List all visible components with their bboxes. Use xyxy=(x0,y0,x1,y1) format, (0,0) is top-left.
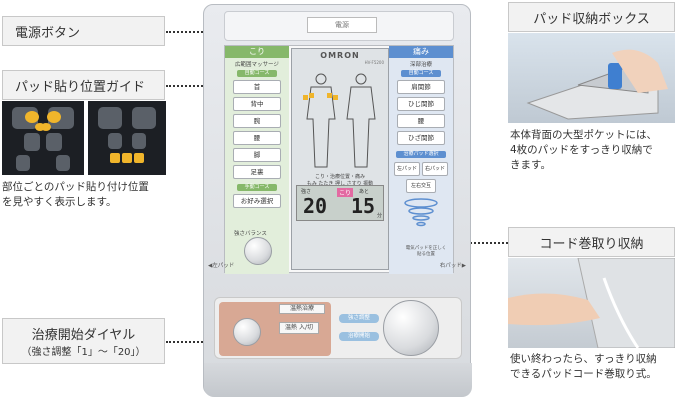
cord-caption-line-1: 使い終わったら、すっきり収納 xyxy=(510,353,657,365)
pad-guide-caption-line-2: を見やすく表示します。 xyxy=(2,196,117,208)
pad-box-illustration xyxy=(526,49,668,120)
course-neck-button[interactable]: 首 xyxy=(233,80,281,94)
stiffness-manual-tag: 手動コース xyxy=(237,184,277,191)
lcd-readout: 強さ 20 こり あと 15 分 xyxy=(296,185,384,221)
cord-illustration xyxy=(508,258,675,348)
device-body: 電源 こり 広範囲マッサージ 自動コース 首 背中 腕 腰 脚 足裏 手動コース… xyxy=(203,4,472,397)
power-button[interactable]: 電源 xyxy=(307,17,377,33)
stiffness-column: こり 広範囲マッサージ 自動コース 首 背中 腕 腰 脚 足裏 手動コース お好… xyxy=(225,46,289,274)
pain-sub: 深部治療 xyxy=(409,62,432,68)
spiral-icon xyxy=(404,198,438,227)
course-leg-button[interactable]: 脚 xyxy=(233,148,281,162)
power-panel: 電源 xyxy=(224,11,454,41)
body-map-icon xyxy=(303,73,376,168)
cord-caption: 使い終わったら、すっきり収納 できるパッドコード巻取り式。 xyxy=(510,352,657,382)
dial-callout: 治療開始ダイヤル （強さ調整「1」～「20」） xyxy=(2,318,165,364)
cord-caption-line-2: できるパッドコード巻取り式。 xyxy=(510,368,657,380)
heat-button[interactable]: 温熱 入/切 xyxy=(279,322,319,334)
pain-header: 痛み xyxy=(389,46,453,58)
course-shoulder-button[interactable]: 肩関節 xyxy=(397,80,445,94)
pad-box-caption-line-3: きます。 xyxy=(510,159,551,171)
manual-select-button[interactable]: お好み選択 xyxy=(233,194,281,208)
lcd-panel: OMRON HV-F5200 こり・治療位置・痛み もみ たたき 押し さすり … xyxy=(291,48,389,270)
heat-section: 温熱治療 温熱 入/切 xyxy=(219,302,331,356)
cord-callout-label: コード巻取り収納 xyxy=(539,236,644,252)
strength-value: 20 xyxy=(303,194,328,218)
pad-box-caption: 本体背面の大型ポケットには、 4枚のパッドをすっきり収納で きます。 xyxy=(510,128,657,173)
cord-callout-leader xyxy=(462,242,508,244)
course-back-button[interactable]: 背中 xyxy=(233,97,281,111)
left-pad-button[interactable]: 左パッド xyxy=(394,162,420,176)
course-sole-button[interactable]: 足裏 xyxy=(233,165,281,179)
pad-guide-callout-label: パッド貼り位置ガイド xyxy=(15,79,146,95)
right-pad-button[interactable]: 右パッド xyxy=(422,162,448,176)
pad-note: 電気パッドを正しく貼る位置 xyxy=(405,246,447,257)
lumbar-body-icon xyxy=(98,107,156,163)
course-elbow-button[interactable]: ひじ関節 xyxy=(397,97,445,111)
lcd-mode-line: こり・治療位置・痛み xyxy=(314,174,365,180)
dial-pill-top: 強さ調整 xyxy=(339,314,379,323)
pad-box-caption-line-1: 本体背面の大型ポケットには、 xyxy=(510,129,657,141)
balance-knob[interactable] xyxy=(244,237,272,265)
pain-column: 痛み 深部治療 自動コース 肩関節 ひじ関節 腰 ひざ関節 治療パッド選択 左パ… xyxy=(389,46,453,274)
left-pad-tag: ◀左パッド xyxy=(208,263,235,269)
course-waist-button[interactable]: 腰 xyxy=(233,131,281,145)
heat-label: 温熱治療 xyxy=(279,304,325,314)
lcd-technique-line: もみ たたき 押し さすり 振動 xyxy=(306,181,374,187)
pad-box-callout-label: パッド収納ボックス xyxy=(533,11,650,27)
pad-guide-caption-line-1: 部位ごとのパッド貼り付け位置 xyxy=(2,181,149,193)
cord-callout: コード巻取り収納 xyxy=(508,227,675,257)
remain-value: 15 xyxy=(351,194,376,218)
pad-guide-photo-lumbar xyxy=(88,101,166,175)
course-lowback-button[interactable]: 腰 xyxy=(397,114,445,128)
lower-panel: 温熱治療 温熱 入/切 強さ調整 治療開始 xyxy=(214,297,462,359)
back-body-icon xyxy=(12,107,74,171)
pad-select-tag: 治療パッド選択 xyxy=(396,151,446,158)
pad-box-photo xyxy=(508,33,675,123)
heat-knob[interactable] xyxy=(233,318,261,346)
remain-unit: 分 xyxy=(377,213,383,219)
stiffness-header: こり xyxy=(225,46,289,58)
brand-logo: OMRON xyxy=(320,51,360,60)
pad-select-row: 左パッド 右パッド xyxy=(389,160,453,176)
pad-guide-photo-back xyxy=(2,101,84,175)
power-button-callout-label: 電源ボタン xyxy=(15,25,81,41)
pad-guide-callout: パッド貼り位置ガイド xyxy=(2,70,165,100)
pad-guide-caption: 部位ごとのパッド貼り付け位置 を見やすく表示します。 xyxy=(2,180,149,210)
power-button-callout: 電源ボタン xyxy=(2,16,165,46)
model-number: HV-F5200 xyxy=(364,60,384,65)
right-pad-tag: 右パッド▶ xyxy=(439,263,466,269)
dial-callout-sublabel: （強さ調整「1」～「20」） xyxy=(21,347,146,358)
pad-box-callout: パッド収納ボックス xyxy=(508,2,675,32)
treatment-dial[interactable] xyxy=(383,300,439,356)
mode-chip: こり xyxy=(337,188,354,197)
start-pill: 治療開始 xyxy=(339,332,379,341)
alternate-pad-button[interactable]: 左右交互 xyxy=(406,179,436,193)
stiffness-sub: 広範囲マッサージ xyxy=(235,62,279,68)
strength-label: 強さ xyxy=(301,189,312,195)
dial-callout-label: 治療開始ダイヤル xyxy=(31,328,136,343)
device-base xyxy=(204,363,472,397)
stiffness-auto-tag: 自動コース xyxy=(237,70,277,77)
pain-auto-tag: 自動コース xyxy=(401,70,441,77)
remain-label: あと xyxy=(359,189,370,195)
cord-photo xyxy=(508,258,675,348)
pad-box-caption-line-2: 4枚のパッドをすっきり収納で xyxy=(510,144,653,156)
balance-label: 強さバランス xyxy=(234,231,267,237)
control-face: こり 広範囲マッサージ 自動コース 首 背中 腕 腰 脚 足裏 手動コース お好… xyxy=(224,45,454,274)
course-arm-button[interactable]: 腕 xyxy=(233,114,281,128)
course-knee-button[interactable]: ひざ関節 xyxy=(397,131,445,145)
